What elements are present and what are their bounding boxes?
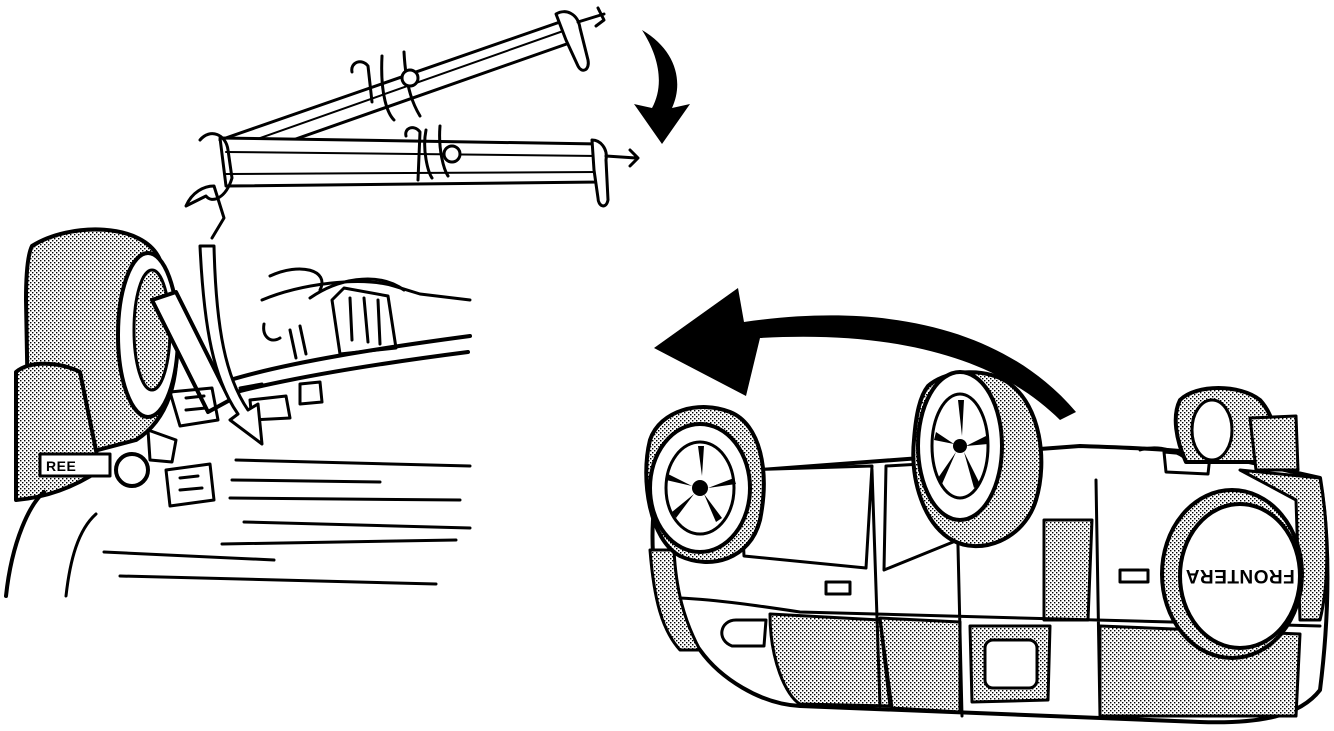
rear-wheel <box>911 370 1044 549</box>
rotate-down-arrow <box>634 30 690 144</box>
lifting-bar-lowered <box>184 124 640 240</box>
far-wheel <box>1173 386 1300 472</box>
overturned-vehicle: FRONTERA <box>644 370 1330 725</box>
front-wheel <box>644 405 766 564</box>
svg-text:REE: REE <box>46 458 76 474</box>
vehicle-rotation-arrow <box>654 288 1076 420</box>
engine-bay-detail: REE <box>4 227 472 598</box>
spare-tire-label: FRONTERA <box>1185 565 1295 586</box>
lifting-bar-raised <box>218 6 606 162</box>
